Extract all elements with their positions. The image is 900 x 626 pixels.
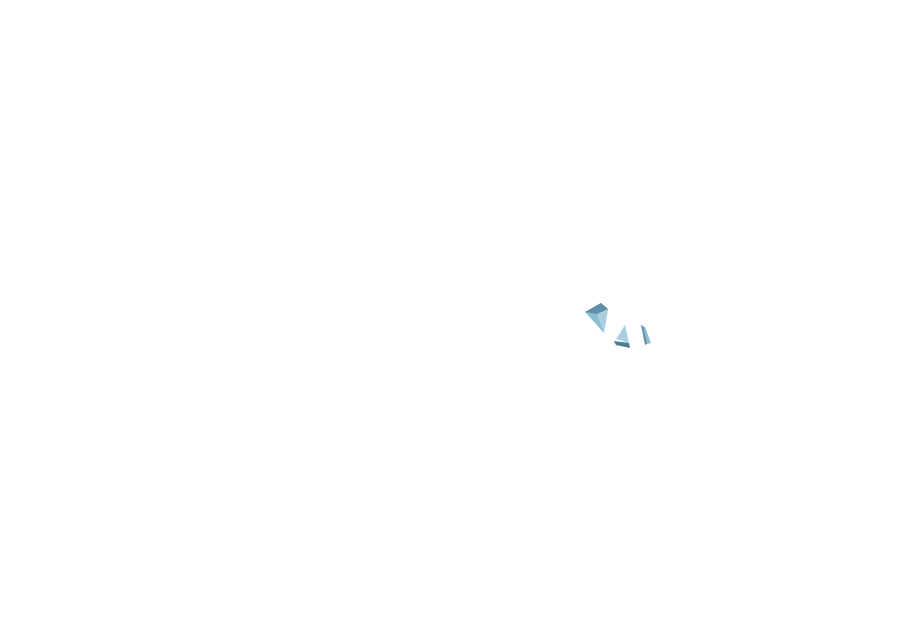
shard-middle	[614, 325, 630, 348]
shard-middle-face	[616, 325, 629, 343]
shard-left-edge	[597, 309, 608, 333]
shard-middle-base	[614, 341, 630, 348]
shard-right	[641, 325, 651, 345]
shard-left	[585, 303, 608, 333]
shard-right-edge	[641, 325, 647, 345]
shard-left-top	[585, 303, 608, 314]
